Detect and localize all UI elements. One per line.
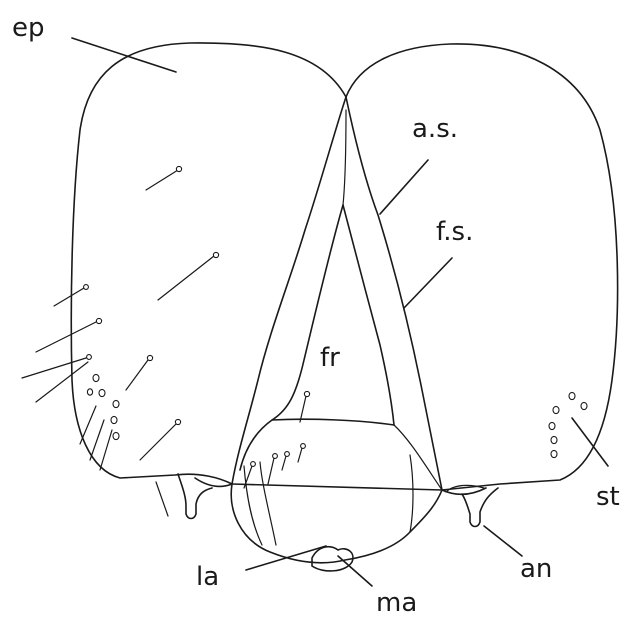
label-ep: ep [12,13,45,43]
right-epicranium-outline [346,44,618,490]
stemmata-right [549,392,587,457]
label-fs: f.s. [436,217,473,247]
leader-as [380,160,428,214]
frons-base-line [272,419,394,425]
labrum-fold-right [410,455,413,532]
frontal-suture-left [240,205,343,470]
label-fr: fr [320,343,340,373]
adfrontal-suture-left [232,97,346,484]
label-ma: ma [376,588,417,617]
labrum-fold-left [260,462,276,545]
frontal-suture-right [343,205,394,425]
inner-frons-line [343,110,346,205]
leader-ma [338,556,372,586]
adfrontal-suture-right [346,97,442,490]
labrum-outline [231,484,442,563]
label-st: st [596,482,620,512]
label-as: a.s. [412,114,458,144]
setae-frons [244,391,310,488]
labrum-fold-left-2 [244,466,262,545]
leader-an [484,526,522,556]
leader-fs [404,258,452,308]
stemmata-left [87,374,119,439]
label-an: an [520,554,552,584]
leader-ep [72,38,176,72]
setae-left [22,166,219,516]
label-la: la [196,562,219,592]
mandible [312,547,353,571]
antenna-left [178,474,212,519]
